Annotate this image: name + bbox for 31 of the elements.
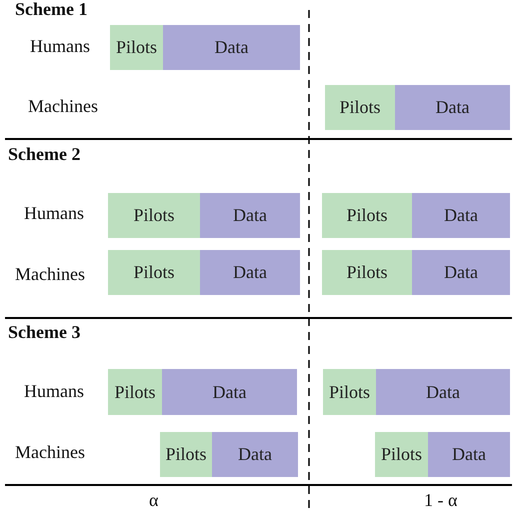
data-segment: Data bbox=[428, 432, 510, 477]
pilots-segment: Pilots bbox=[322, 193, 412, 238]
scheme-heading: Scheme 2 bbox=[8, 144, 80, 165]
row-label: Humans bbox=[24, 381, 84, 402]
data-segment: Data bbox=[412, 193, 510, 238]
pilots-segment: Pilots bbox=[323, 369, 376, 415]
pilots-segment: Pilots bbox=[110, 25, 163, 70]
pilots-segment: Pilots bbox=[375, 432, 428, 477]
data-segment: Data bbox=[163, 25, 300, 70]
row-label: Machines bbox=[15, 264, 85, 285]
scheme-heading: Scheme 1 bbox=[15, 0, 88, 20]
data-segment: Data bbox=[200, 250, 300, 295]
scheme-heading: Scheme 3 bbox=[8, 322, 80, 343]
data-segment: Data bbox=[395, 85, 510, 130]
pilots-segment: Pilots bbox=[108, 369, 162, 415]
data-segment: Data bbox=[200, 193, 300, 238]
pilots-segment: Pilots bbox=[322, 250, 412, 295]
pilots-segment: Pilots bbox=[108, 250, 200, 295]
pilots-segment: Pilots bbox=[325, 85, 395, 130]
row-label: Humans bbox=[24, 203, 84, 224]
row-label: Humans bbox=[30, 36, 90, 57]
pilots-segment: Pilots bbox=[108, 193, 200, 238]
data-segment: Data bbox=[376, 369, 510, 415]
row-label: Machines bbox=[28, 96, 98, 117]
data-segment: Data bbox=[162, 369, 297, 415]
axis-label: 1 - α bbox=[424, 490, 458, 511]
data-segment: Data bbox=[412, 250, 510, 295]
axis-label: α bbox=[149, 490, 158, 511]
data-segment: Data bbox=[212, 432, 298, 477]
row-label: Machines bbox=[15, 442, 85, 463]
pilots-segment: Pilots bbox=[160, 432, 212, 477]
